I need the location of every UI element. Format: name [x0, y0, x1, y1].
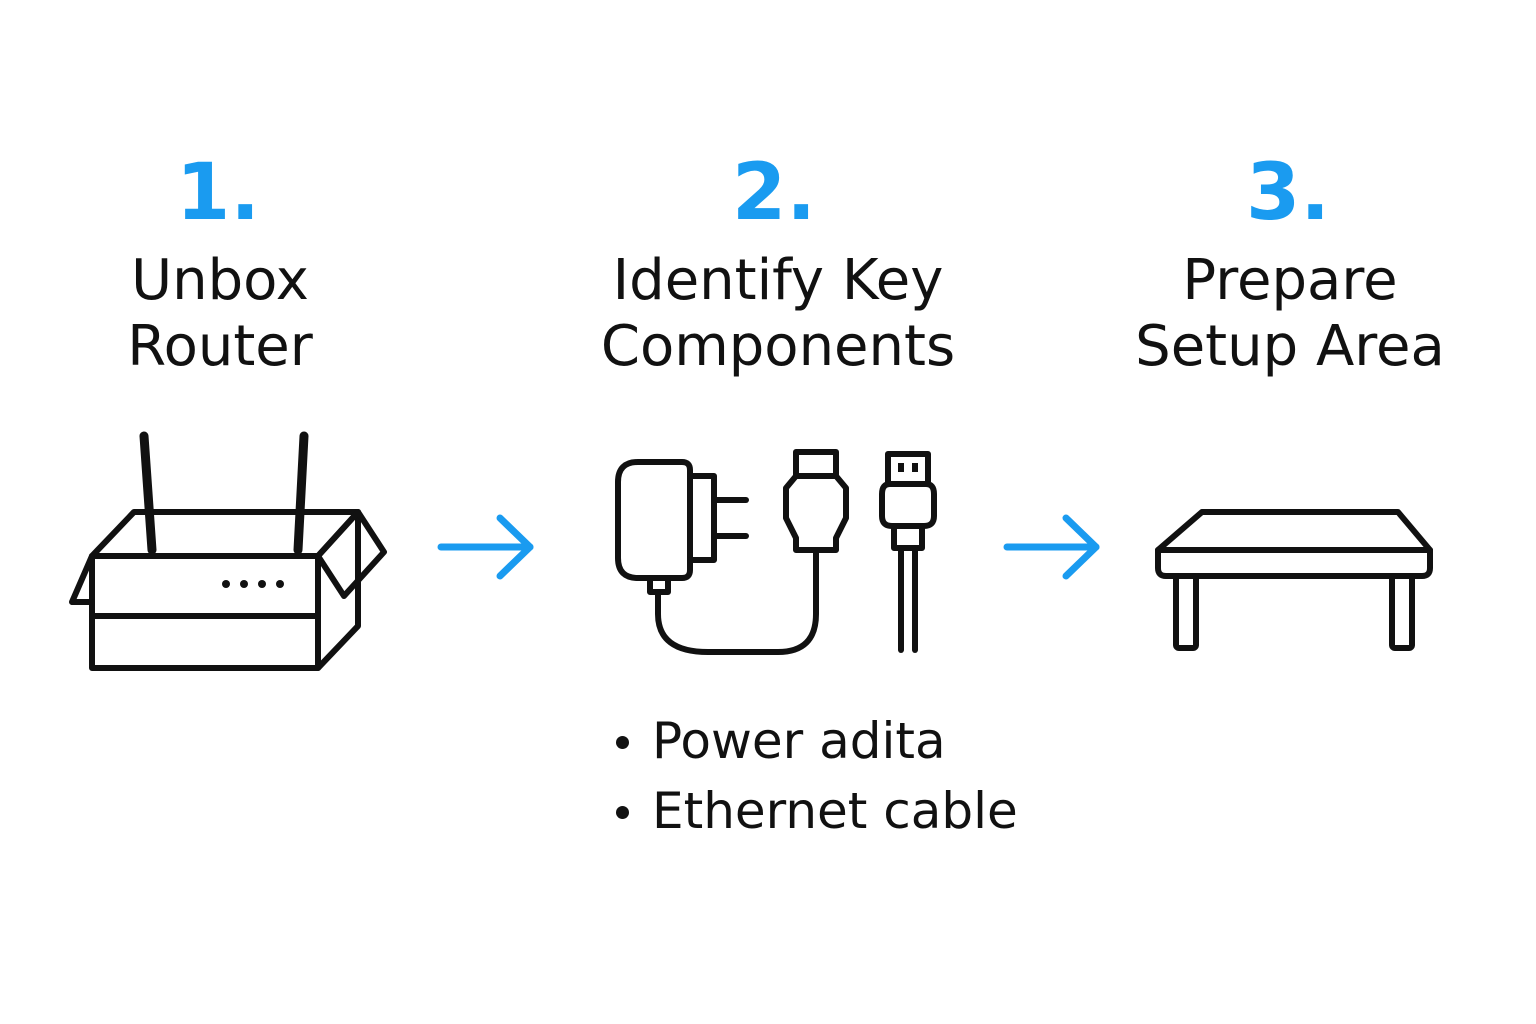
table-icon — [1155, 509, 1433, 651]
step-1-number: 1. — [176, 148, 260, 238]
step-3-title-line1: Prepare — [1182, 248, 1398, 313]
step-1-title: Unbox Router — [0, 248, 440, 380]
arrow-right-icon — [1003, 514, 1100, 580]
step-1-title-line1: Unbox — [131, 248, 309, 313]
cables-icon — [615, 449, 937, 655]
step-2-title-line2: Components — [600, 314, 956, 379]
step-3-title-line2: Setup Area — [1135, 314, 1445, 379]
list-item: Ethernet cable — [612, 776, 1018, 846]
arrow-right-icon — [437, 514, 534, 580]
step-2-title-line1: Identify Key — [612, 248, 944, 313]
step-2-number: 2. — [732, 148, 816, 238]
router-box-icon — [69, 431, 387, 671]
list-item: Power adita — [612, 706, 1018, 776]
components-list: Power adita Ethernet cable — [612, 706, 1018, 846]
step-3-title: Prepare Setup Area — [1070, 248, 1510, 380]
step-1-title-line2: Router — [127, 314, 313, 379]
step-3-number: 3. — [1246, 148, 1330, 238]
step-2-title: Identify Key Components — [558, 248, 998, 380]
